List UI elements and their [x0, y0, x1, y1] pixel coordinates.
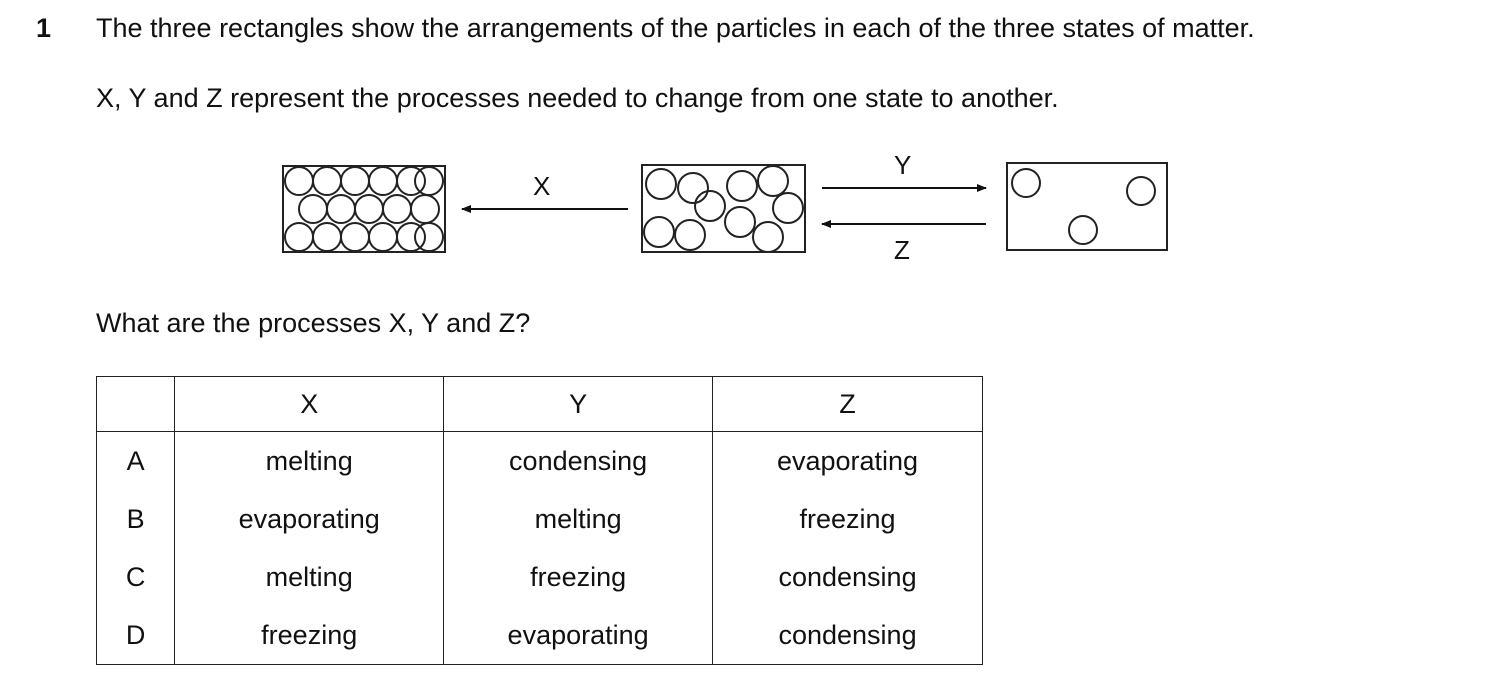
cell-x: melting: [174, 548, 445, 606]
label-y: Y: [894, 150, 911, 180]
option-letter: B: [95, 490, 176, 548]
label-z: Z: [894, 235, 910, 265]
table-row-d[interactable]: D freezing evaporating condensing: [95, 606, 983, 665]
table-row-c[interactable]: C melting freezing condensing: [95, 548, 983, 606]
table-header-row: X Y Z: [95, 376, 983, 432]
cell-x: melting: [174, 431, 445, 490]
solid-particle: [414, 166, 444, 196]
cell-z: condensing: [712, 548, 983, 606]
liquid-particles: [643, 165, 804, 253]
solid-particle: [396, 166, 426, 196]
header-y: Y: [443, 376, 714, 432]
solid-particle: [312, 166, 342, 196]
solid-particle: [368, 222, 398, 252]
table-row-a[interactable]: A melting condensing evaporating: [95, 431, 983, 490]
cell-y: melting: [443, 490, 714, 548]
gas-particles-box: [1006, 162, 1168, 251]
cell-z: evaporating: [712, 431, 983, 490]
solid-particle: [340, 222, 370, 252]
cell-x: freezing: [174, 606, 445, 665]
question-prompt: What are the processes X, Y and Z?: [96, 308, 531, 338]
solid-particles-box: [282, 165, 446, 253]
label-x: X: [533, 171, 550, 201]
solid-particle: [368, 166, 398, 196]
question-intro-line: The three rectangles show the arrangemen…: [96, 13, 1255, 43]
solid-particle: [354, 194, 384, 224]
cell-z: condensing: [712, 606, 983, 665]
solid-particle: [414, 222, 444, 252]
header-x: X: [174, 376, 445, 432]
header-letter: [95, 376, 176, 432]
solid-particle: [410, 194, 440, 224]
cell-y: condensing: [443, 431, 714, 490]
cell-y: freezing: [443, 548, 714, 606]
answer-table: X Y Z A melting condensing evaporating B…: [95, 376, 983, 665]
solid-particle: [382, 194, 412, 224]
question-number: 1: [36, 13, 52, 43]
solid-particle: [284, 222, 314, 252]
table-row-b[interactable]: B evaporating melting freezing: [95, 490, 983, 548]
header-z: Z: [712, 376, 983, 432]
solid-particles: [284, 166, 444, 252]
liquid-particles-box: [641, 164, 806, 253]
cell-x: evaporating: [174, 490, 445, 548]
option-letter: D: [95, 606, 176, 665]
solid-particle: [298, 194, 328, 224]
gas-particles: [1011, 168, 1156, 245]
solid-particle: [312, 222, 342, 252]
solid-particle: [284, 166, 314, 196]
option-letter: A: [95, 431, 176, 490]
solid-particle: [396, 222, 426, 252]
question-process-line: X, Y and Z represent the processes neede…: [96, 83, 1059, 113]
solid-particle: [326, 194, 356, 224]
solid-particle: [340, 166, 370, 196]
cell-y: evaporating: [443, 606, 714, 665]
states-of-matter-diagram: X Y Z: [282, 150, 1168, 265]
cell-z: freezing: [712, 490, 983, 548]
option-letter: C: [95, 548, 176, 606]
